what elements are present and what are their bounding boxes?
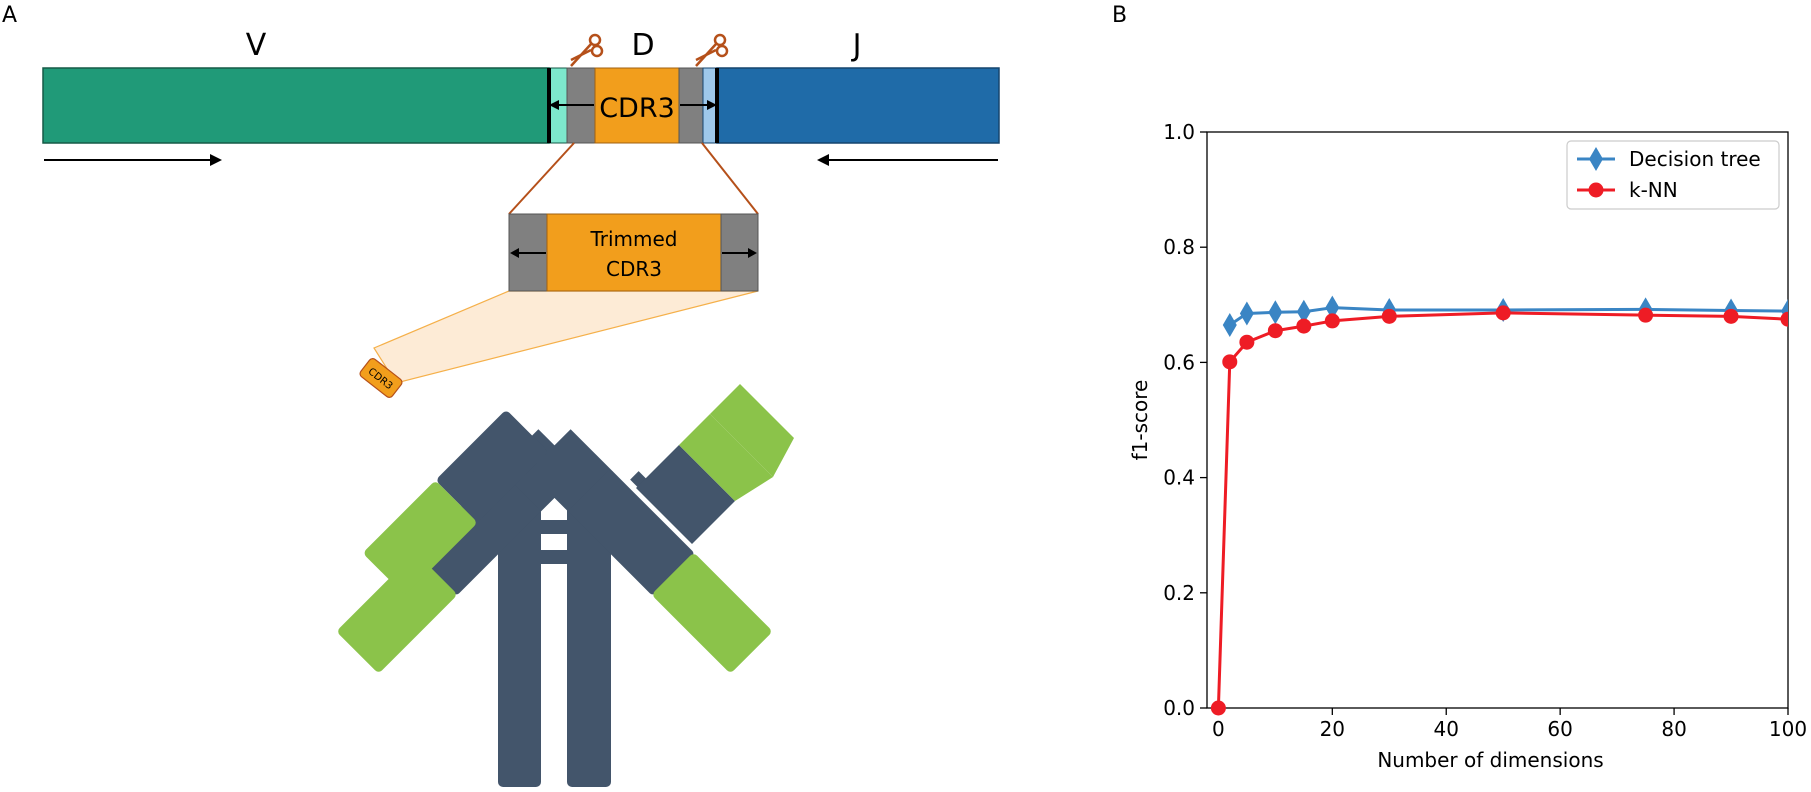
panel-a-label: A — [2, 3, 17, 28]
data-point-decision-tree — [1239, 301, 1254, 326]
antibody-stem-left — [498, 485, 541, 787]
data-point-knn — [1723, 308, 1739, 324]
panel-b-label: B — [1112, 3, 1127, 28]
zoom-connector-line — [508, 142, 575, 215]
reverse-primer-arrow — [817, 154, 998, 166]
zoom-connector-line — [701, 142, 759, 215]
x-tick-label: 60 — [1547, 717, 1572, 741]
data-point-knn — [1222, 354, 1238, 370]
j-segment-label: J — [851, 28, 862, 63]
data-point-knn — [1324, 313, 1340, 329]
cdr3-bar — [594, 67, 680, 144]
antibody-hinge-bridge — [535, 520, 573, 534]
scissors-icon — [695, 33, 729, 67]
data-point-decision-tree — [1296, 299, 1311, 324]
x-axis-title: Number of dimensions — [1377, 748, 1603, 772]
zoom-highlight-cone — [373, 290, 759, 384]
plot-frame — [1206, 131, 1789, 709]
antibody-right-light-arm — [636, 384, 794, 544]
series-line-decision-tree — [1228, 306, 1788, 327]
data-point-decision-tree — [1222, 312, 1237, 337]
data-point-knn — [1296, 318, 1312, 334]
y-tick-label: 1.0 — [1163, 120, 1195, 144]
right-trim-arrow — [680, 100, 717, 110]
trimmed-cdr3-box — [546, 213, 722, 292]
legend-label: k-NN — [1629, 178, 1678, 202]
antibody-left-disulfide — [452, 471, 482, 501]
v-segment-bar — [42, 67, 550, 144]
y-tick-label: 0.2 — [1163, 581, 1195, 605]
data-point-decision-tree — [1325, 295, 1340, 320]
legend-box — [1566, 140, 1780, 210]
forward-primer-arrow — [44, 154, 222, 166]
x-tick-label: 100 — [1769, 717, 1807, 741]
v-segment-label: V — [246, 28, 267, 63]
legend-marker — [1589, 147, 1603, 171]
trimmed-left-arrow — [510, 248, 546, 258]
y-tick-label: 0.8 — [1163, 235, 1195, 259]
y-tick-label: 0.0 — [1163, 696, 1195, 720]
data-point-knn — [1638, 307, 1654, 323]
y-tick-label: 0.6 — [1163, 350, 1195, 374]
trimmed-cdr3-label-line2: CDR3 — [606, 257, 662, 281]
legend-marker — [1588, 182, 1604, 198]
data-point-knn — [1239, 334, 1255, 350]
data-point-knn — [1780, 311, 1788, 327]
y-axis-title: f1-score — [1128, 380, 1152, 461]
trimmed-cdr3-label-line1: Trimmed — [589, 227, 677, 251]
x-tick-label: 20 — [1320, 717, 1345, 741]
data-point-knn — [1495, 305, 1511, 321]
scissors-icon — [570, 33, 604, 67]
data-point-knn — [1210, 700, 1226, 716]
panel-a: A V D J CDR3 — [2, 3, 1000, 787]
j-segment-bar — [716, 67, 1000, 144]
x-tick-label: 40 — [1434, 717, 1459, 741]
plot-area — [1210, 295, 1788, 716]
x-tick-label: 80 — [1661, 717, 1686, 741]
d-segment-label: D — [631, 28, 654, 63]
x-tick-label: 0 — [1212, 717, 1225, 741]
trimmed-right-arrow — [722, 248, 757, 258]
antibody-stem-right — [567, 485, 611, 787]
data-point-knn — [1267, 323, 1283, 339]
antibody-hinge-bridge — [535, 550, 573, 564]
cdr3-bar-label: CDR3 — [599, 93, 675, 124]
y-tick-label: 0.4 — [1163, 466, 1195, 490]
data-point-decision-tree — [1268, 300, 1283, 325]
left-trim-arrow — [549, 100, 594, 110]
series-line-knn — [1216, 311, 1788, 709]
legend-label: Decision tree — [1629, 147, 1761, 171]
data-point-knn — [1381, 308, 1397, 324]
